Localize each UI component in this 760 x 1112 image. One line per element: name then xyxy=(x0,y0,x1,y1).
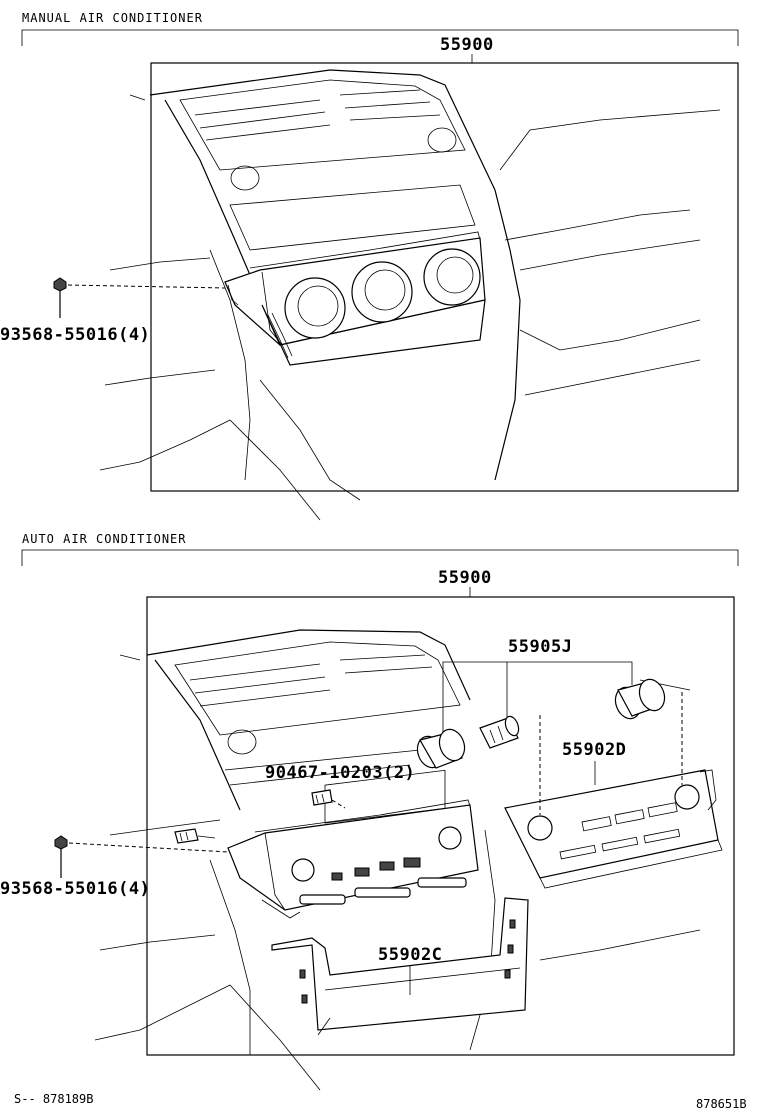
section-title-manual: MANUAL AIR CONDITIONER xyxy=(22,11,203,25)
dashboard-sketch-manual xyxy=(99,69,721,521)
ac-control-unit-manual xyxy=(224,231,486,366)
panel-part-label: 55902D xyxy=(562,740,626,760)
ac-control-unit-auto xyxy=(227,769,479,919)
knob-part-label: 55905J xyxy=(508,637,572,657)
section-bracket-manual xyxy=(21,29,739,46)
screw-part-label-manual: 93568-55016(4) xyxy=(0,325,150,345)
footer-left-code: S-- 878189B xyxy=(14,1092,93,1106)
bulb-socket-icon xyxy=(311,789,333,806)
display-knob-left xyxy=(291,858,315,882)
temp-knob-manual xyxy=(284,277,346,339)
knob-right xyxy=(614,678,666,720)
bezel-part-label: 55902C xyxy=(378,945,442,965)
section-title-auto: AUTO AIR CONDITIONER xyxy=(22,532,187,546)
knob-group-55905j xyxy=(416,661,666,769)
screw-auto xyxy=(54,835,229,878)
section-auto: AUTO AIR CONDITIONER 55900 xyxy=(0,532,739,1091)
assembly-part-label-manual: 55900 xyxy=(440,35,494,55)
mode-knob-manual xyxy=(351,261,413,323)
screw-icon xyxy=(53,277,67,292)
footer-right-code: 878651B xyxy=(696,1097,747,1111)
assembly-frame-auto xyxy=(146,596,735,1056)
panel-55902d xyxy=(504,769,723,889)
section-bracket-auto xyxy=(21,549,739,566)
bulb-part-label: 90467-10203(2) xyxy=(265,763,415,783)
screw-part-label-auto: 93568-55016(4) xyxy=(0,879,150,899)
section-manual: MANUAL AIR CONDITIONER 55900 xyxy=(0,11,739,521)
bulb-socket-icon-2 xyxy=(174,828,199,844)
bezel-55902c xyxy=(271,897,529,1036)
assembly-frame-manual xyxy=(150,62,739,492)
knob-left xyxy=(416,728,466,769)
screw-manual xyxy=(53,277,226,318)
bulb-socket-group xyxy=(174,789,346,844)
screw-icon-auto xyxy=(54,835,68,850)
assembly-part-label-auto: 55900 xyxy=(438,568,492,588)
dashboard-sketch-auto xyxy=(94,629,701,1091)
fan-knob-manual xyxy=(423,248,481,306)
display-knob-right xyxy=(438,826,462,850)
knob-middle xyxy=(479,715,520,749)
